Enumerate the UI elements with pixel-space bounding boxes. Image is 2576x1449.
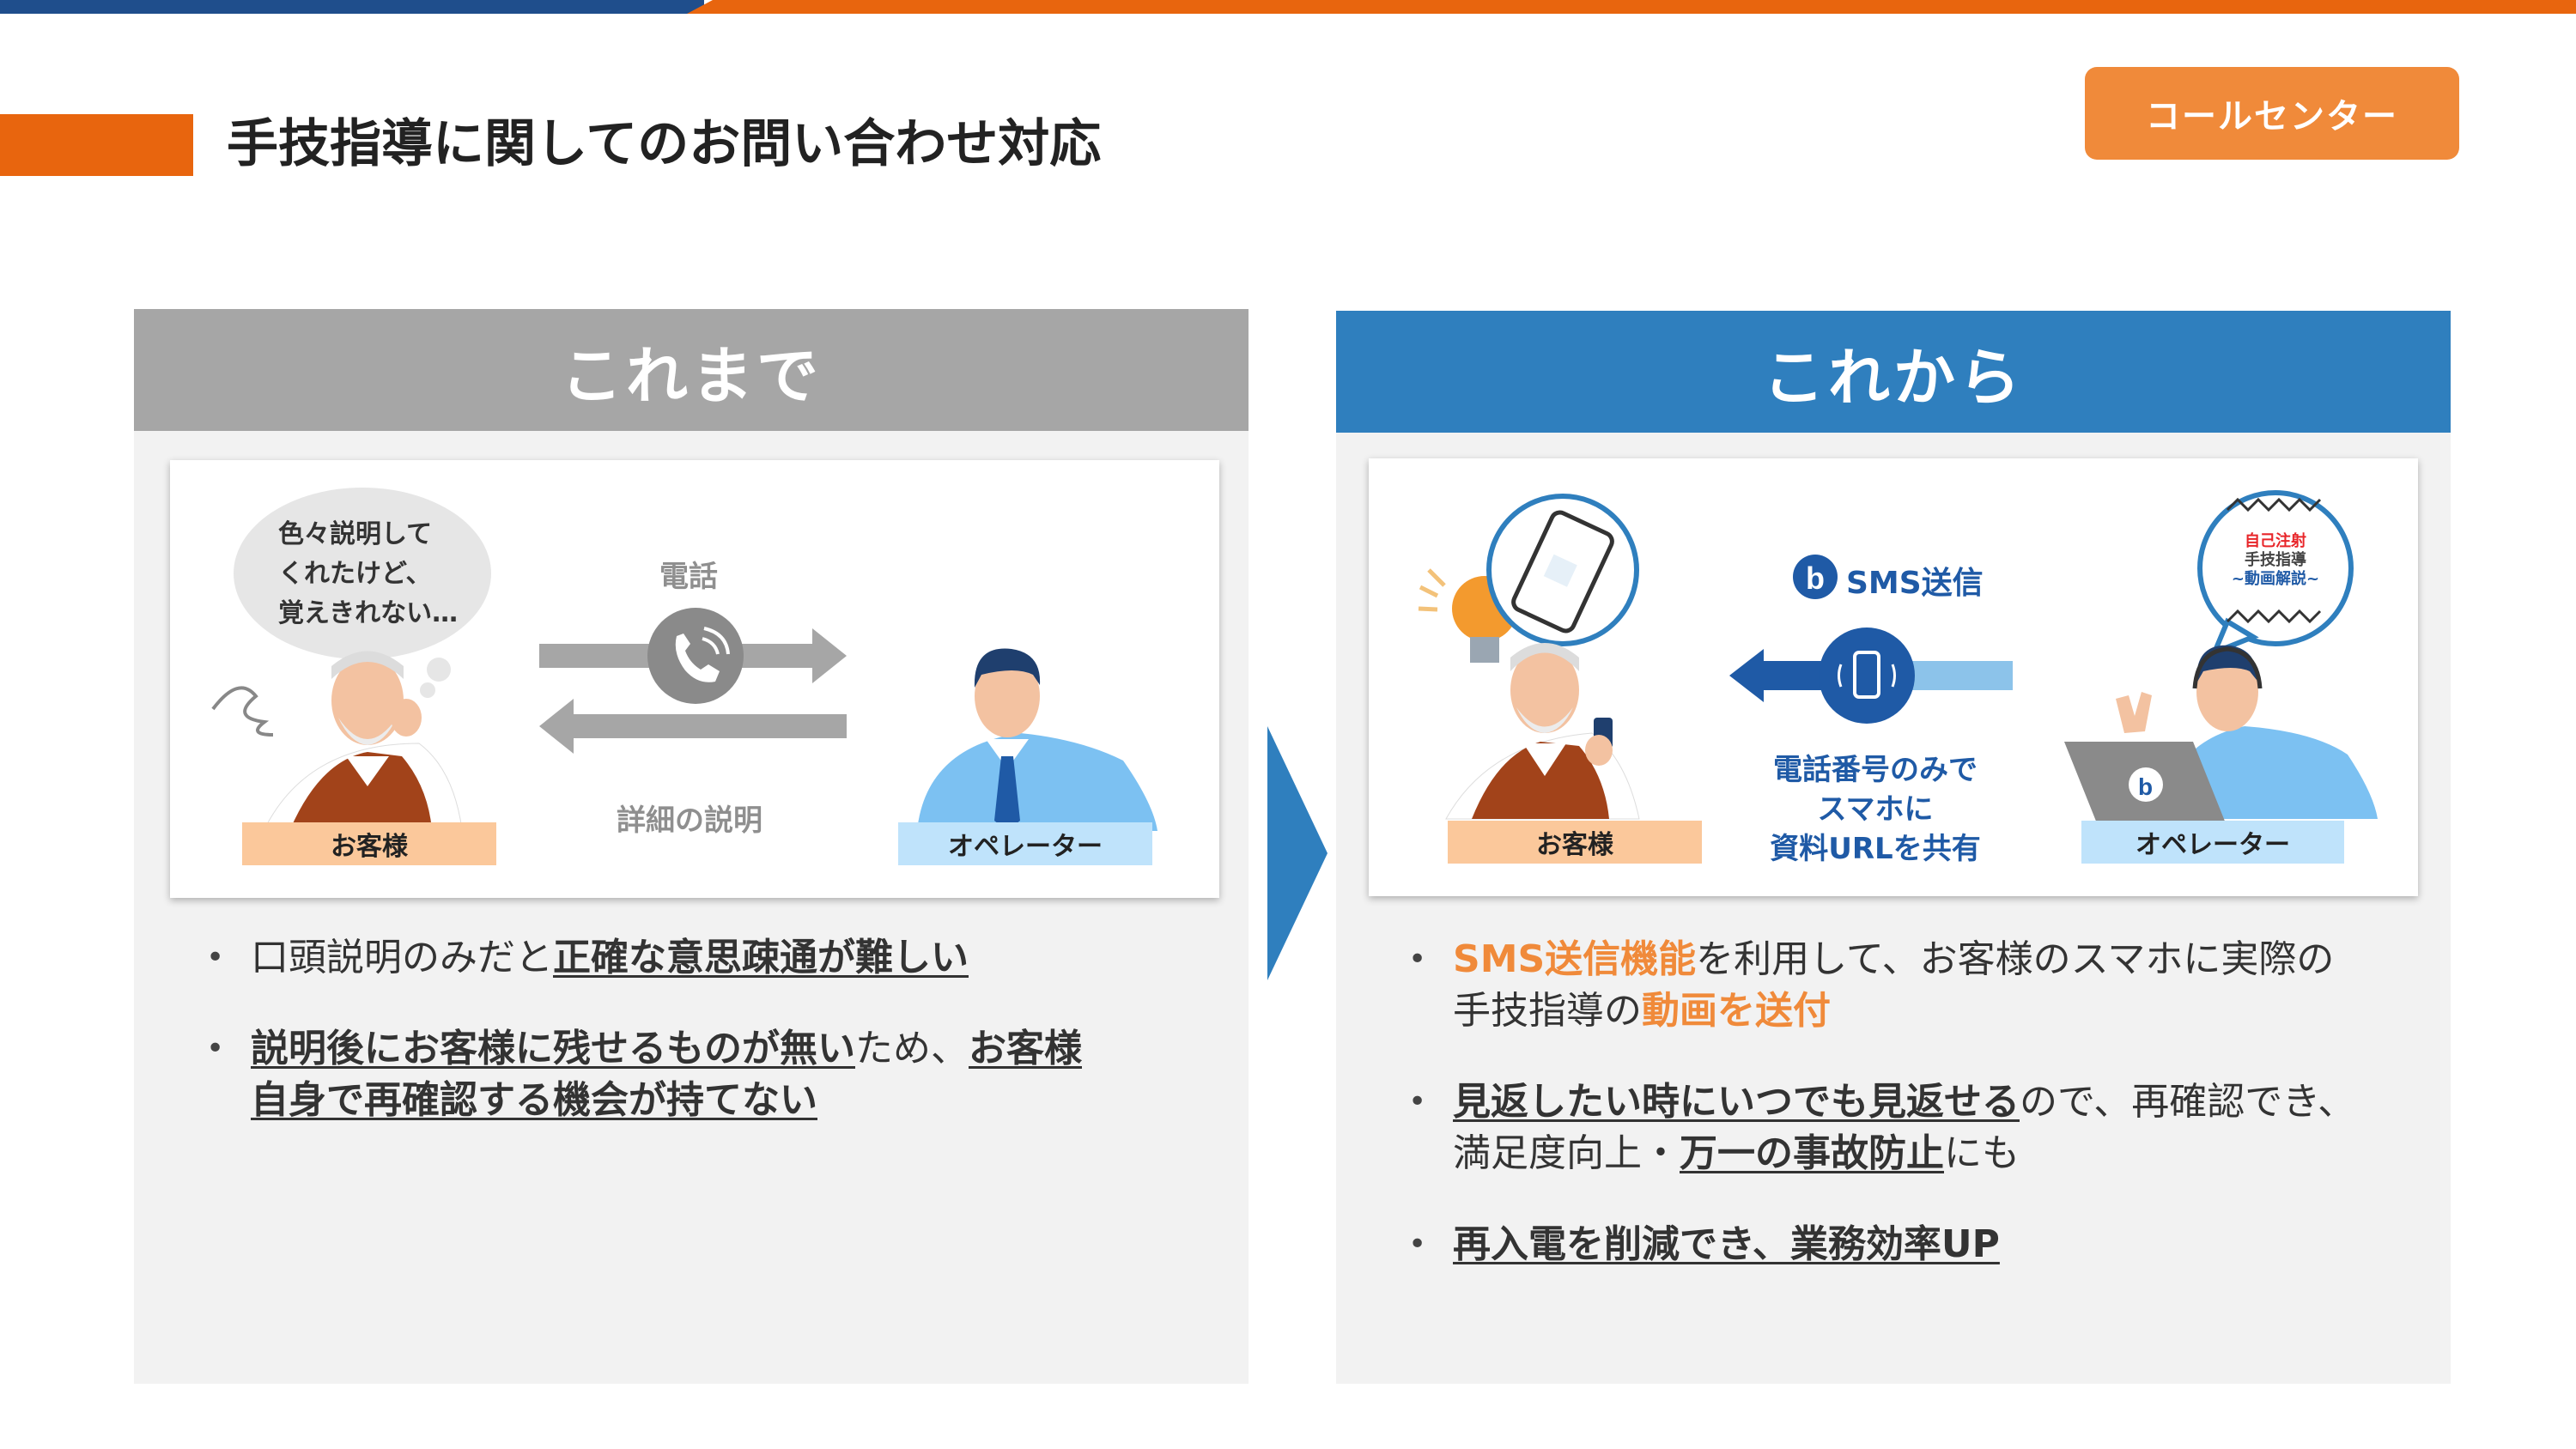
after-bullet-2-plain2: 満足度向上・ bbox=[1453, 1131, 1680, 1175]
call-center-badge[interactable]: コールセンター bbox=[2085, 67, 2459, 160]
detail-label: 詳細の説明 bbox=[617, 803, 762, 838]
speech-line-1: 色々説明して bbox=[278, 519, 433, 549]
bubble-line-1: 自己注射 bbox=[2245, 532, 2306, 550]
after-bullet-2-plain: ので、再確認でき、 bbox=[2020, 1080, 2356, 1124]
transition-arrow-icon bbox=[1267, 726, 1327, 980]
customer-label: お客様 bbox=[242, 822, 496, 865]
sms-send-label: SMS送信 bbox=[1846, 566, 1984, 601]
speech-line-3: 覚えきれない… bbox=[278, 598, 459, 628]
operator-figure-icon bbox=[917, 648, 1157, 831]
before-heading: これまで bbox=[134, 309, 1249, 431]
operator-label: オペレーター bbox=[2081, 821, 2344, 864]
bubble-line-3: ~動画解説~ bbox=[2231, 570, 2320, 588]
smartphone-circle-icon bbox=[1486, 494, 1639, 646]
after-illustration-graphic: b bbox=[1418, 490, 2378, 828]
page-title: 手技指導に関してのお問い合わせ対応 bbox=[227, 114, 1102, 174]
after-bullet-3-bold: 再入電を削減でき、業務効率UP bbox=[1453, 1222, 2000, 1266]
after-illustration: b bbox=[1369, 458, 2418, 896]
svg-text:b: b bbox=[1806, 561, 1825, 596]
after-bullet-1-plain: を利用して、お客様のスマホに実際の bbox=[1696, 937, 2335, 981]
speech-line-2: くれたけど、 bbox=[278, 559, 432, 589]
after-bullet-1-plain2: 手技指導の bbox=[1453, 989, 1642, 1033]
before-bullet-1: 口頭説明のみだと正確な意思疎通が難しい bbox=[194, 932, 1207, 984]
thought-bubble bbox=[234, 488, 491, 659]
phone-icon bbox=[675, 634, 720, 682]
customer-figure-icon bbox=[264, 651, 463, 830]
sms-arrow bbox=[1729, 627, 2013, 724]
before-bullet-2-plain: ため、 bbox=[855, 1027, 969, 1070]
after-bullet-2-bold2: 万一の事故防止 bbox=[1680, 1131, 1944, 1175]
after-heading: これから bbox=[1336, 311, 2451, 433]
top-bar-blue bbox=[0, 0, 704, 14]
confusion-squiggle-icon bbox=[211, 686, 274, 737]
phone-label: 電話 bbox=[659, 560, 718, 594]
operator-figure-icon: b bbox=[2064, 645, 2378, 828]
phone-circle bbox=[647, 608, 744, 704]
share-line-3: 資料URLを共有 bbox=[1770, 832, 1981, 866]
top-bar-orange bbox=[687, 0, 2576, 14]
title-accent-bar bbox=[0, 114, 193, 176]
after-bullet-1-orange: SMS送信機能 bbox=[1453, 937, 1697, 981]
after-bullet-2-plain3: にも bbox=[1944, 1131, 2020, 1175]
customer-label: お客様 bbox=[1448, 821, 1702, 864]
after-panel: これから bbox=[1336, 311, 2451, 1384]
before-bullet-list: 口頭説明のみだと正確な意思疎通が難しい 説明後にお客様に残せるものが無いため、お… bbox=[194, 932, 1207, 1166]
after-bullet-1-orange2: 動画を送付 bbox=[1642, 989, 1831, 1033]
before-bullet-2-bold2a: お客様 bbox=[969, 1027, 1082, 1070]
share-text: 電話番号のみで スマホに 資料URLを共有 bbox=[1764, 750, 1987, 869]
bubble-line-2: 手技指導 bbox=[2245, 551, 2306, 569]
svg-text:b: b bbox=[2138, 773, 2153, 800]
after-bullet-3: 再入電を削減でき、業務効率UP bbox=[1396, 1219, 2427, 1270]
before-bullet-2-bold1: 説明後にお客様に残せるものが無い bbox=[251, 1027, 855, 1070]
before-bullet-2-bold2b: 自身で再確認する機会が持てない bbox=[251, 1078, 817, 1122]
share-line-1: 電話番号のみで bbox=[1773, 753, 1978, 787]
before-illustration-graphic bbox=[211, 488, 1157, 831]
operator-label: オペレーター bbox=[898, 822, 1152, 865]
before-bullet-1-bold: 正確な意思疎通が難しい bbox=[553, 936, 969, 979]
after-bullet-2: 見返したい時にいつでも見返せるので、再確認でき、満足度向上・万一の事故防止にも bbox=[1396, 1076, 2427, 1179]
before-panel: これまで bbox=[134, 309, 1249, 1384]
customer-figure-icon bbox=[1445, 643, 1640, 820]
video-bubble-text: 自己注射 手技指導 ~動画解説~ bbox=[2215, 532, 2336, 589]
share-line-2: スマホに bbox=[1817, 792, 1934, 827]
after-bullet-2-bold: 見返したい時にいつでも見返せる bbox=[1453, 1080, 2020, 1124]
sms-service-logo-icon bbox=[1793, 555, 1838, 599]
video-bubble-icon bbox=[2197, 490, 2354, 658]
before-illustration: 色々説明して くれたけど、 覚えきれない… 電話 詳細の説明 お客様 オペレータ… bbox=[170, 460, 1219, 898]
before-bullet-1-plain: 口頭説明のみだと bbox=[251, 936, 553, 979]
